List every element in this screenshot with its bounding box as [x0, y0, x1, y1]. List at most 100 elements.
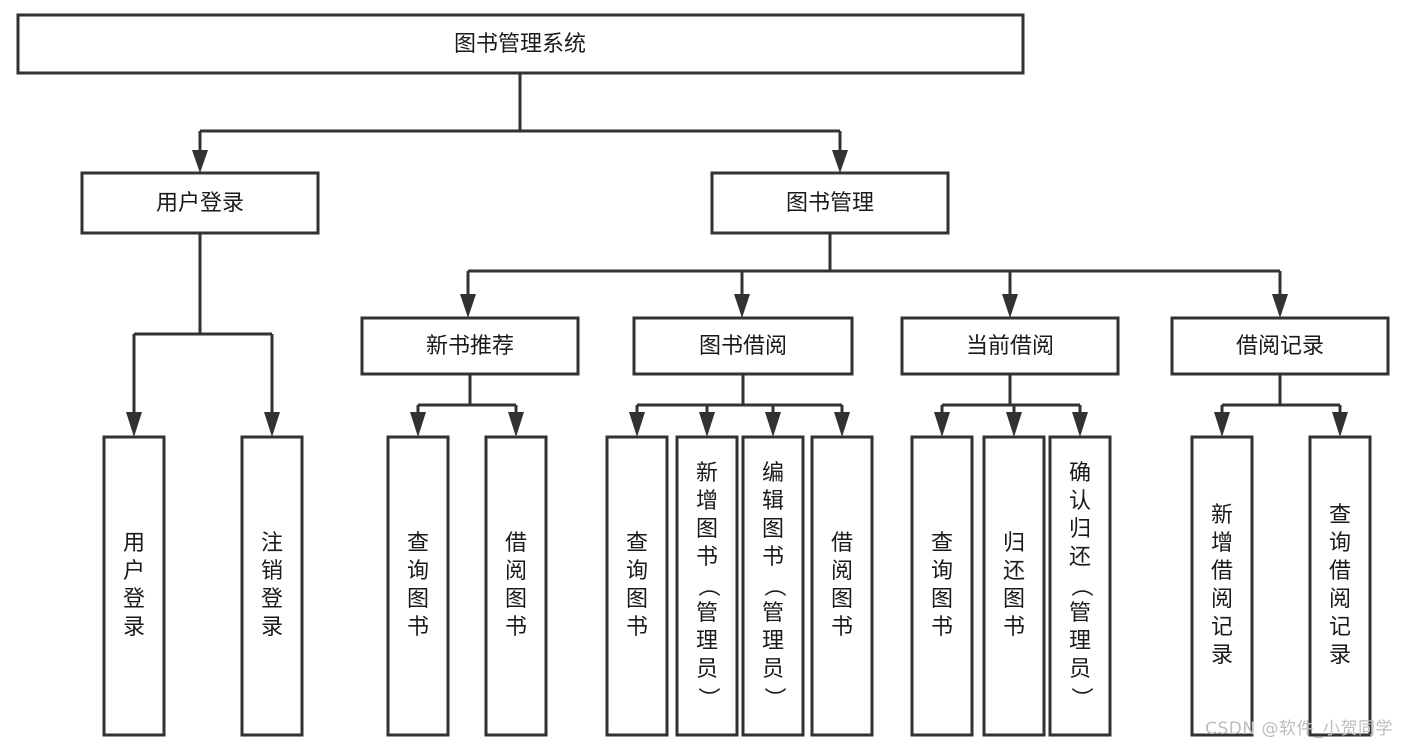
leaf-user-login-box[interactable]	[102, 435, 166, 737]
svg-text:员: 员	[696, 657, 718, 682]
leaf-edit-book-box[interactable]	[741, 435, 805, 737]
node-new-book-recommend-box[interactable]	[360, 316, 580, 376]
node-new-book-recommend-label: 新书推荐	[426, 334, 514, 359]
leaf-logout-box[interactable]	[240, 435, 304, 737]
leaf-add-book-box[interactable]	[675, 435, 739, 737]
svg-text:借: 借	[1211, 559, 1233, 584]
leaf-return-book-box[interactable]	[982, 435, 1046, 737]
edge-userlogin-to-leaves	[126, 233, 280, 437]
arrow-head-icon	[1006, 412, 1022, 437]
svg-text:（: （	[761, 575, 786, 597]
svg-text:记: 记	[1329, 615, 1351, 640]
svg-text:编: 编	[762, 461, 784, 486]
svg-text:询: 询	[407, 559, 429, 584]
svg-text:管: 管	[696, 601, 718, 626]
svg-text:确: 确	[1069, 461, 1091, 486]
svg-text:归: 归	[1003, 531, 1025, 556]
svg-text:询: 询	[931, 559, 953, 584]
svg-text:图: 图	[762, 517, 784, 542]
svg-text:录: 录	[1329, 643, 1351, 668]
svg-text:图: 图	[1003, 587, 1025, 612]
svg-text:借: 借	[831, 531, 853, 556]
svg-text:理: 理	[762, 629, 784, 654]
connector-layer	[126, 73, 1348, 437]
node-root[interactable]: 图书管理系统	[16, 13, 1025, 75]
leaf-borrow-book-rec-box[interactable]	[484, 435, 548, 737]
node-book-management[interactable]: 图书管理	[710, 171, 950, 235]
svg-text:阅: 阅	[1329, 587, 1351, 612]
svg-text:增: 增	[696, 489, 718, 514]
svg-text:书: 书	[762, 545, 784, 570]
svg-text:阅: 阅	[505, 559, 527, 584]
svg-text:查: 查	[407, 531, 429, 556]
svg-text:书: 书	[1003, 615, 1025, 640]
node-user-login[interactable]: 用户登录	[80, 171, 320, 235]
edge-currentborrow-to-leaves	[934, 374, 1088, 437]
arrow-head-icon	[508, 412, 524, 437]
node-new-book-recommend[interactable]: 新书推荐	[360, 316, 580, 376]
svg-text:图: 图	[696, 517, 718, 542]
svg-text:）: ）	[761, 687, 786, 709]
svg-text:查: 查	[931, 531, 953, 556]
node-book-management-box[interactable]	[710, 171, 950, 235]
node-borrow-record[interactable]: 借阅记录	[1170, 316, 1390, 376]
leaf-query-book-borrow-box[interactable]	[605, 435, 669, 737]
svg-text:录: 录	[261, 615, 283, 640]
node-root-box[interactable]	[16, 13, 1025, 75]
leaf-layer	[102, 435, 1372, 737]
svg-text:员: 员	[762, 657, 784, 682]
leaf-add-record-box[interactable]	[1190, 435, 1254, 737]
svg-text:记: 记	[1211, 615, 1233, 640]
svg-text:书: 书	[407, 615, 429, 640]
svg-text:阅: 阅	[831, 559, 853, 584]
svg-text:图: 图	[505, 587, 527, 612]
edge-borrowrecord-to-leaves	[1214, 374, 1348, 437]
svg-text:）: ）	[695, 687, 720, 709]
arrow-head-icon	[832, 150, 848, 173]
svg-text:归: 归	[1069, 517, 1091, 542]
svg-text:登: 登	[123, 587, 145, 612]
svg-text:书: 书	[505, 615, 527, 640]
leaf-query-book-current-box[interactable]	[910, 435, 974, 737]
node-current-borrow-box[interactable]	[900, 316, 1120, 376]
node-current-borrow[interactable]: 当前借阅	[900, 316, 1120, 376]
svg-text:（: （	[1068, 575, 1093, 597]
node-book-management-label: 图书管理	[786, 191, 874, 216]
node-borrow-record-box[interactable]	[1170, 316, 1390, 376]
arrow-head-icon	[126, 412, 142, 437]
edge-root-to-level2	[192, 73, 848, 173]
arrow-head-icon	[1214, 412, 1230, 437]
leaf-borrow-book-box[interactable]	[810, 435, 874, 737]
node-book-borrow[interactable]: 图书借阅	[632, 316, 854, 376]
node-user-login-label: 用户登录	[156, 191, 244, 216]
svg-text:辑: 辑	[762, 489, 784, 514]
arrow-head-icon	[264, 412, 280, 437]
svg-text:图: 图	[626, 587, 648, 612]
leaf-query-book-rec-box[interactable]	[386, 435, 450, 737]
leaf-query-record-box[interactable]	[1308, 435, 1372, 737]
svg-text:借: 借	[505, 531, 527, 556]
arrow-head-icon	[734, 294, 750, 318]
node-book-borrow-box[interactable]	[632, 316, 854, 376]
svg-text:）: ）	[1068, 687, 1093, 709]
leaf-confirm-return-box[interactable]	[1048, 435, 1112, 737]
svg-text:图: 图	[407, 587, 429, 612]
svg-text:登: 登	[261, 587, 283, 612]
svg-text:管: 管	[762, 601, 784, 626]
arrow-head-icon	[1332, 412, 1348, 437]
svg-text:管: 管	[1069, 601, 1091, 626]
edge-bookmgmt-to-level3	[460, 233, 1288, 318]
arrow-head-icon	[192, 150, 208, 173]
svg-text:录: 录	[123, 615, 145, 640]
node-borrow-record-label: 借阅记录	[1236, 334, 1324, 359]
node-user-login-box[interactable]	[80, 171, 320, 235]
svg-text:认: 认	[1069, 489, 1091, 514]
svg-text:询: 询	[626, 559, 648, 584]
svg-text:书: 书	[696, 545, 718, 570]
edge-newbook-to-leaves	[410, 374, 524, 437]
